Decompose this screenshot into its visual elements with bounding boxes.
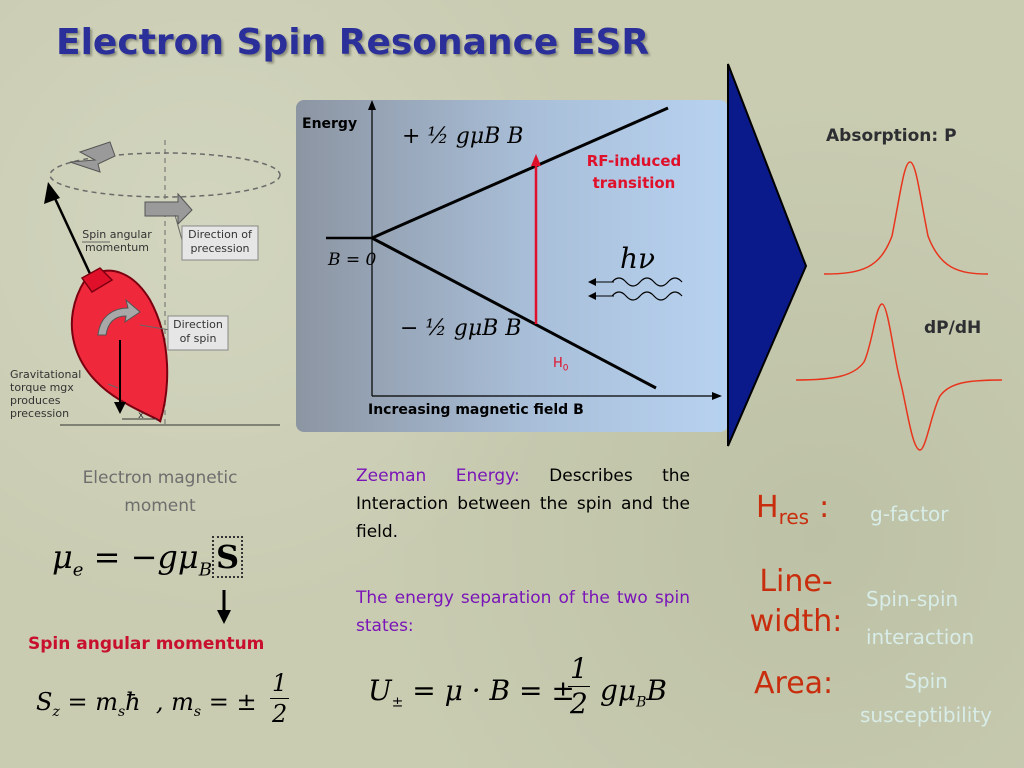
linewidth-label: Line- width: <box>738 562 854 642</box>
hv-label: hν <box>620 242 656 275</box>
label-x: x <box>138 410 144 421</box>
linewidth-line1: Line- <box>759 564 833 599</box>
absorption-curve <box>823 161 989 275</box>
precession-illustration <box>44 140 281 426</box>
linewidth-value: Spin-spin interaction <box>866 580 974 656</box>
area-value-line2: susceptibility <box>860 703 992 727</box>
page-title: Electron Spin Resonance ESR <box>56 22 650 63</box>
blue-arrow <box>727 63 808 447</box>
area-value: Spin susceptibility <box>836 664 1016 732</box>
rf-label-line1: RF-induced <box>586 152 682 170</box>
label-direction-precession: Direction of precession <box>188 228 252 255</box>
derivative-label: dP/dH <box>924 318 982 338</box>
b-zero-label: B = 0 <box>328 250 377 270</box>
linewidth-value-line2: interaction <box>866 625 975 649</box>
area-label: Area: <box>754 666 834 701</box>
h0-label: H0 <box>553 356 569 374</box>
electron-moment-label: Electron magnetic moment <box>40 464 280 520</box>
energy-formula-tail: gμBB <box>600 674 667 711</box>
upper-level-formula: + ½ gμB B <box>402 124 524 149</box>
moment-line1: Electron magnetic <box>82 468 238 488</box>
energy-label: Energy <box>302 116 358 132</box>
zeeman-desc: Describes the Interaction between the sp… <box>356 466 691 542</box>
zeeman-title: Zeeman Energy: <box>356 466 520 486</box>
lower-level-formula: − ½ gμB B <box>400 316 522 341</box>
rf-label-line2: transition <box>592 174 676 192</box>
rf-label: RF-induced transition <box>578 150 690 194</box>
absorption-label: Absorption: P <box>826 126 957 146</box>
label-spin-angular: Spin angular momentum <box>82 228 152 254</box>
down-arrow <box>217 590 231 624</box>
hres-label: Hres: <box>756 490 830 529</box>
moment-line2: moment <box>124 496 196 516</box>
sz-fraction: 1 2 <box>270 669 290 728</box>
x-axis-label: Increasing magnetic field B <box>368 402 584 418</box>
energy-diagram <box>326 100 722 400</box>
label-direction-spin: Direction of spin <box>173 318 223 345</box>
separation-text: The energy separation of the two spin st… <box>356 588 690 636</box>
linewidth-line2: width: <box>749 604 843 639</box>
derivative-curve <box>795 303 1003 451</box>
zeeman-text: Zeeman Energy: Describes the Interaction… <box>356 462 690 546</box>
energy-fraction: 1 2 <box>568 652 590 720</box>
sz-formula: Sz = msħ , ms = ± <box>36 688 257 720</box>
energy-diagram-panel <box>296 100 728 432</box>
label-gravitational: Gravitational torque mgx produces preces… <box>10 368 82 420</box>
area-value-line1: Spin <box>904 669 948 693</box>
hres-value: g-factor <box>870 502 949 526</box>
precession-diagram: Spin angular momentum Direction of prece… <box>0 130 290 430</box>
energy-formula: U± = μ · B = ± <box>368 674 575 711</box>
linewidth-value-line1: Spin-spin <box>866 587 959 611</box>
spin-angular-label: Spin angular momentum <box>28 634 265 654</box>
